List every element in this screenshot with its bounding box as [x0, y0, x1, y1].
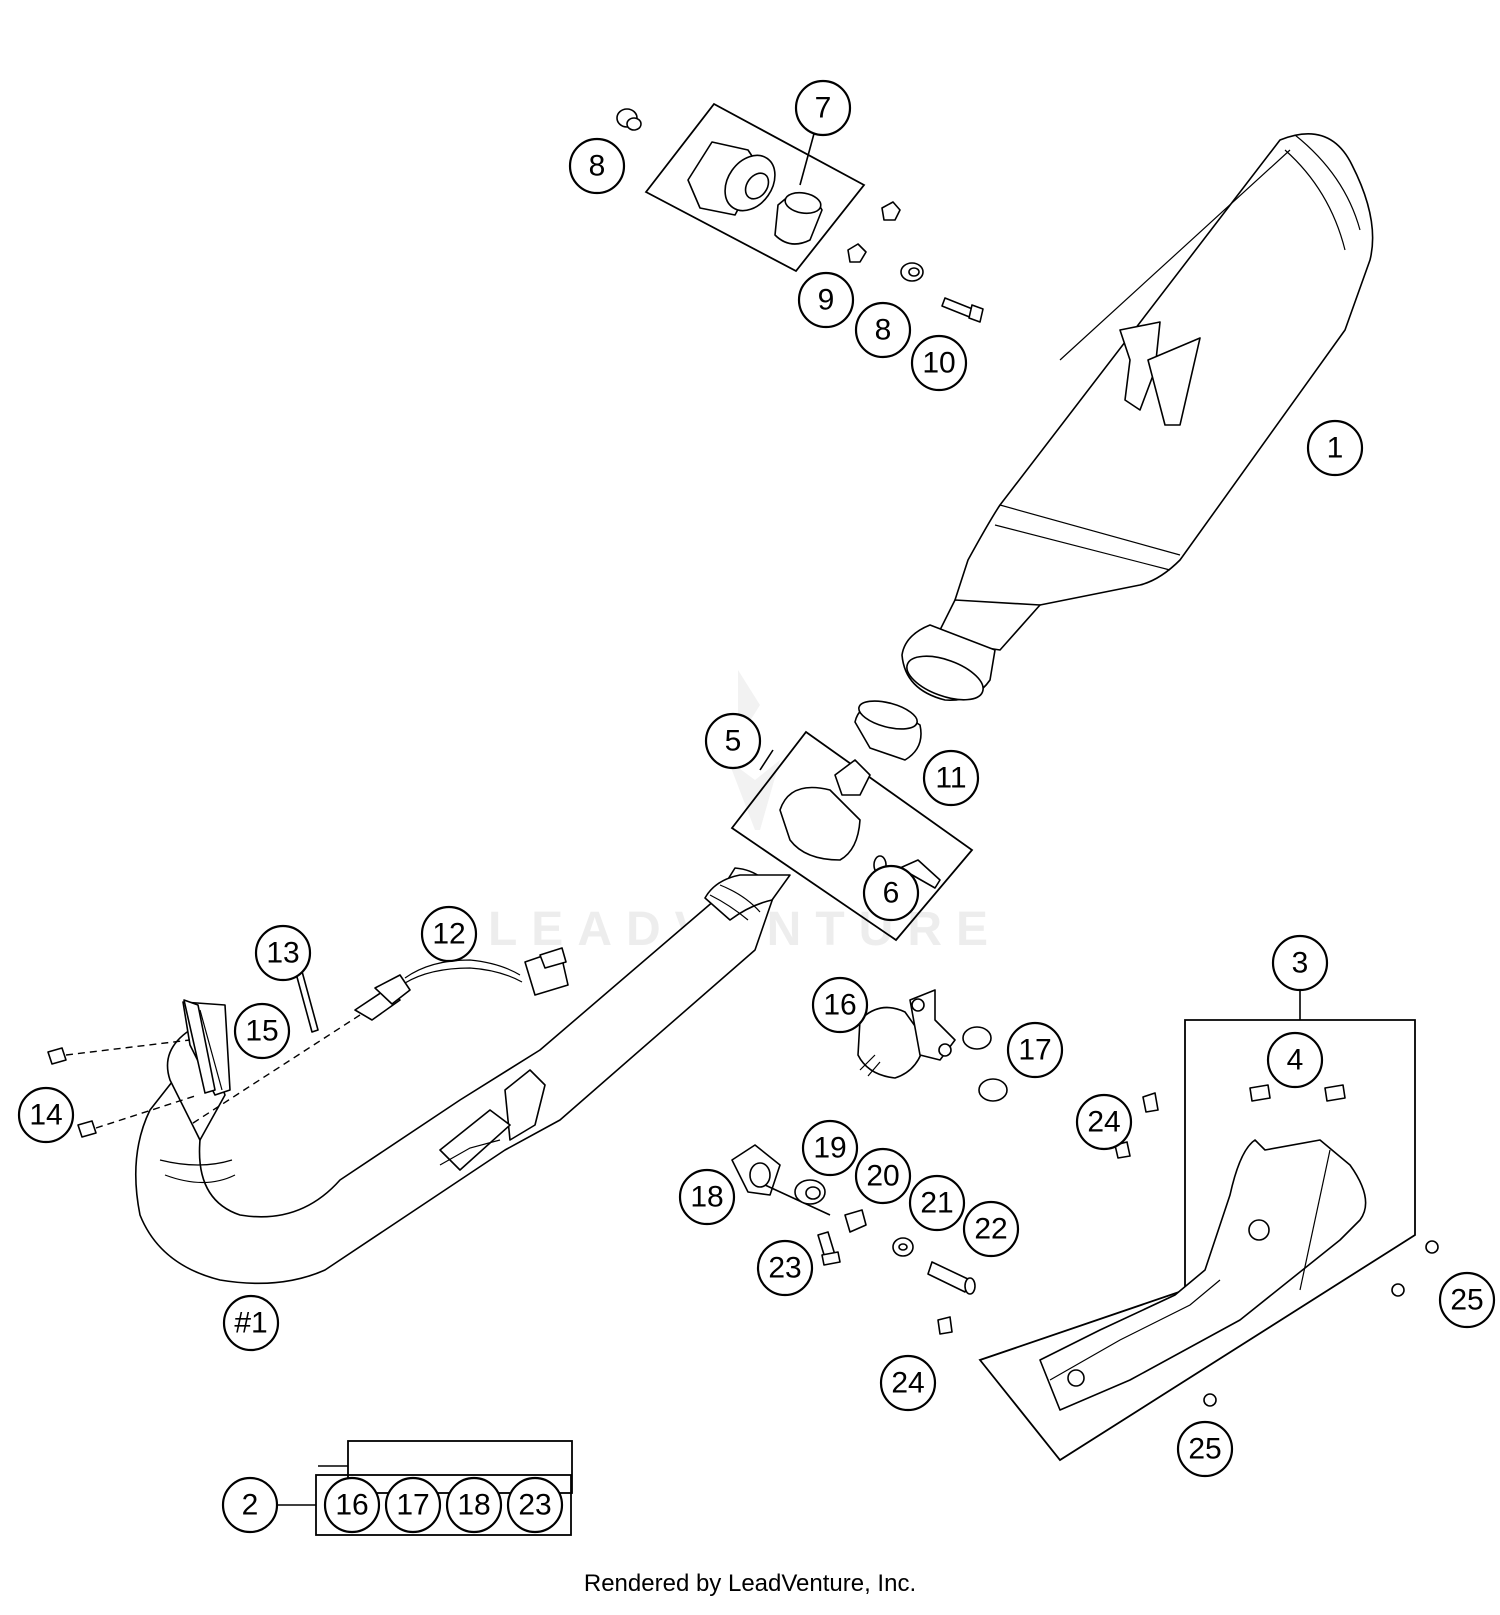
callout-10: 10: [910, 334, 968, 392]
svg-text:16: 16: [335, 1489, 368, 1522]
screw-14-part: [47, 1039, 199, 1138]
bracket-kit-7: [644, 102, 866, 273]
callout-25-lower: 25: [1176, 1420, 1234, 1478]
svg-text:20: 20: [866, 1160, 899, 1193]
callout-7: 7: [794, 79, 852, 137]
callout-4: 4: [1266, 1031, 1324, 1089]
svg-text:12: 12: [432, 918, 465, 951]
svg-text:23: 23: [518, 1489, 551, 1522]
screw-25-part: [1203, 1240, 1439, 1407]
svg-text:21: 21: [920, 1187, 953, 1220]
washer-8b-part: [900, 262, 924, 282]
bushing-19-part: [794, 1179, 826, 1205]
svg-text:10: 10: [922, 347, 955, 380]
svg-text:16: 16: [823, 989, 856, 1022]
sleeve-20-part: [844, 1209, 867, 1233]
bolt-22-part: [927, 1261, 976, 1295]
svg-text:11: 11: [935, 762, 966, 795]
callout-3: 3: [1271, 934, 1329, 992]
svg-text:24: 24: [1087, 1106, 1120, 1139]
lambda-sensor-12-part: [189, 947, 569, 1126]
svg-text:25: 25: [1188, 1433, 1221, 1466]
gasket-ring-11-part: [854, 700, 922, 761]
nut-9-part: [847, 201, 901, 263]
svg-text:#1: #1: [234, 1307, 267, 1340]
kit-callout-17: 17: [384, 1476, 442, 1534]
callout-21: 21: [908, 1174, 966, 1232]
callout-20: 20: [854, 1147, 912, 1205]
callout-13: 13: [254, 924, 312, 982]
callout-19: 19: [801, 1119, 859, 1177]
svg-text:9: 9: [818, 284, 835, 317]
svg-text:25: 25: [1450, 1284, 1483, 1317]
damper-16-part: [857, 989, 956, 1079]
callout-9: 9: [797, 271, 855, 329]
svg-text:15: 15: [245, 1015, 278, 1048]
callout-1: 1: [1306, 419, 1364, 477]
svg-text:23: 23: [768, 1252, 801, 1285]
callout-11: 11: [922, 749, 980, 807]
svg-text:7: 7: [815, 92, 832, 125]
svg-text:18: 18: [690, 1181, 723, 1214]
svg-text:24: 24: [891, 1367, 924, 1400]
callout-8: 8: [568, 137, 626, 195]
heat-shield-kit-3: [978, 990, 1416, 1462]
svg-text:8: 8: [875, 314, 892, 347]
kit-callout-16: 16: [323, 1476, 381, 1534]
svg-text:22: 22: [974, 1213, 1007, 1246]
callout-25: 25: [1438, 1271, 1496, 1329]
callout-22: 22: [962, 1200, 1020, 1258]
callout-14: 14: [17, 1086, 75, 1144]
rubber-17-part: [962, 1026, 1008, 1102]
callout-12: 12: [420, 905, 478, 963]
svg-text:14: 14: [29, 1099, 62, 1132]
svg-text:1: 1: [1327, 432, 1344, 465]
callout-15: 15: [233, 1002, 291, 1060]
callout-16: 16: [811, 976, 869, 1034]
callout-6: 6: [862, 864, 920, 922]
kit-frame: [315, 1474, 572, 1536]
callout-17: 17: [1006, 1021, 1064, 1079]
svg-text:3: 3: [1292, 947, 1309, 980]
svg-text:13: 13: [266, 937, 299, 970]
svg-text:17: 17: [396, 1489, 429, 1522]
bolt-23-part: [817, 1231, 841, 1266]
svg-text:19: 19: [813, 1132, 846, 1165]
callout-24-lower: 24: [879, 1354, 937, 1412]
grommet-8a-part: [616, 108, 642, 131]
footer-credit: Rendered by LeadVenture, Inc.: [583, 1570, 917, 1597]
bolt-10-part: [941, 297, 984, 323]
muffler-part: [901, 133, 1374, 701]
kit-callout-18: 18: [445, 1476, 503, 1534]
svg-text:5: 5: [725, 725, 742, 758]
kit-callout-23: 23: [506, 1476, 564, 1534]
leader-lines: [318, 129, 816, 1494]
callout-2: 2: [221, 1476, 279, 1534]
svg-text:2: 2: [242, 1489, 259, 1522]
callout-23: 23: [756, 1239, 814, 1297]
washer-21-part: [892, 1237, 914, 1257]
svg-text:8: 8: [589, 150, 606, 183]
nut-24-part: [937, 1092, 1159, 1335]
callout-hash-1: #1: [222, 1294, 280, 1352]
callout-5: 5: [704, 712, 762, 770]
holder-18-part: [731, 1144, 831, 1216]
svg-text:6: 6: [883, 877, 900, 910]
callout-8-lower: 8: [854, 301, 912, 359]
svg-text:18: 18: [457, 1489, 490, 1522]
svg-text:17: 17: [1018, 1034, 1051, 1067]
callout-24: 24: [1075, 1093, 1133, 1151]
svg-text:4: 4: [1287, 1044, 1304, 1077]
exhaust-manifold-part: [134, 867, 791, 1285]
callout-18: 18: [678, 1168, 736, 1226]
